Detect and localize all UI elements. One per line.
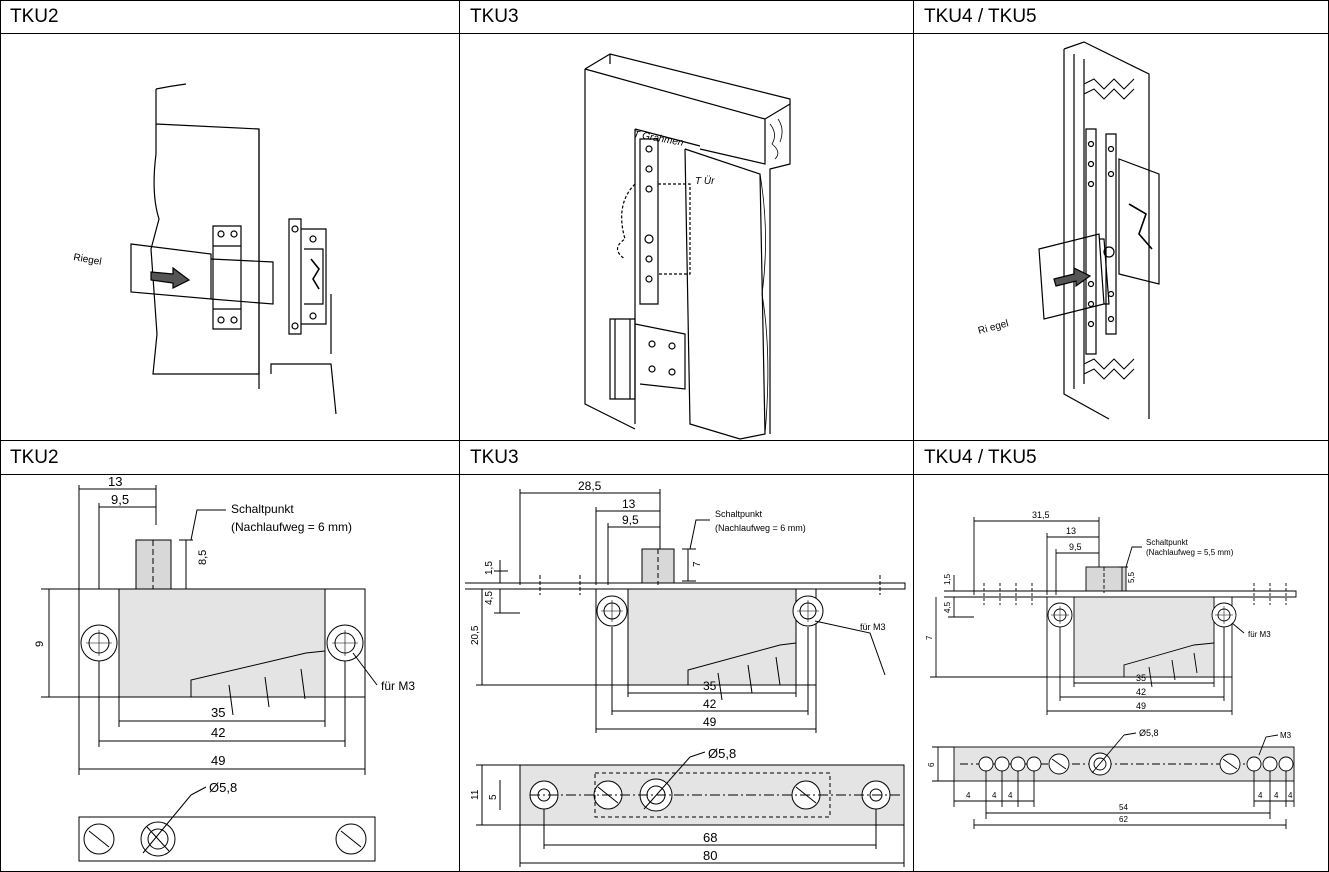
tku45-dim-13: 13	[1066, 526, 1076, 536]
tku3-dim-68: 68	[703, 830, 717, 845]
tku2-dim-42: 42	[211, 725, 225, 740]
tku45-riegel-label: Ri egel	[977, 318, 1010, 337]
grid-line	[0, 474, 1329, 475]
tku2-dim-9-5: 9,5	[111, 492, 129, 507]
tku45-dim-49: 49	[1136, 701, 1146, 711]
tku45-dim-9-5: 9,5	[1069, 542, 1082, 552]
tku3-dim-28-5: 28,5	[578, 479, 602, 493]
tku2-dimension-drawing: 13 9,5 8,5 Schaltpunkt (Nachlaufweg = 6 …	[1, 475, 459, 871]
tku45-dim-31-5: 31,5	[1032, 510, 1050, 520]
tku3-fuer-m3: für M3	[860, 622, 886, 632]
tku45-m3: M3	[1280, 731, 1292, 740]
tku2-riegel-label: Riegel	[72, 252, 102, 268]
grid-line	[0, 0, 1, 872]
header-tku2-top: TKU2	[0, 0, 459, 33]
grid-line	[0, 0, 1329, 1]
tku3-dim-5: 5	[488, 794, 499, 800]
tku45-dim-6: 6	[927, 762, 936, 767]
tku3-dim-42: 42	[703, 697, 717, 711]
tku3-dim-11: 11	[470, 789, 481, 800]
tku45-dim-4b: 4	[992, 791, 997, 800]
tku2-dim-8-5: 8,5	[197, 550, 209, 565]
tku2-dim-9: 9	[34, 641, 46, 647]
tku3-schaltpunkt: Schaltpunkt	[715, 509, 763, 519]
tku45-schaltpunkt: Schaltpunkt	[1146, 538, 1189, 547]
tku45-illustration: Ri egel	[914, 34, 1328, 440]
tku45-dim-4f: 4	[1288, 791, 1293, 800]
tku45-dim-4d: 4	[1258, 791, 1263, 800]
tku3-dim-80: 80	[703, 848, 717, 863]
tku45-dim-54: 54	[1119, 803, 1128, 812]
tku3-nachlauf: (Nachlaufweg = 6 mm)	[715, 523, 806, 533]
header-tku3-top: TKU3	[460, 0, 913, 33]
header-tku45-top: TKU4 / TKU5	[914, 0, 1329, 33]
tku3-tuer-label: T Ür	[695, 175, 715, 187]
tku45-dimension-drawing: 31,5 13 9,5 5,5 Schaltpunkt (Nachlaufweg…	[914, 475, 1328, 871]
tku3-dim-20-5: 20,5	[470, 625, 481, 645]
tku3-dim-7: 7	[692, 561, 703, 567]
tku3-dim-9-5: 9,5	[622, 513, 639, 527]
tku45-dim-5-8: Ø5,8	[1139, 728, 1159, 738]
tku45-dim-4e: 4	[1274, 791, 1279, 800]
tku2-fuer-m3: für M3	[381, 679, 415, 693]
tku2-dim-13: 13	[108, 475, 122, 489]
header-tku45-bottom: TKU4 / TKU5	[914, 441, 1329, 474]
tku45-nachlauf: (Nachlaufweg = 5,5 mm)	[1146, 548, 1234, 557]
tku45-dim-4c: 4	[1008, 791, 1013, 800]
tku45-dim-35: 35	[1136, 673, 1146, 683]
tku45-dim-7: 7	[925, 635, 934, 640]
tku45-dim-4-5: 4,5	[943, 601, 952, 613]
tku3-dimension-drawing: 28,5 13 9,5 7 Schaltpunkt (Nachlaufweg =…	[460, 475, 913, 871]
header-tku3-bottom: TKU3	[460, 441, 913, 474]
tku45-dim-5-5: 5,5	[1127, 571, 1136, 583]
tku2-dim-49: 49	[211, 753, 225, 768]
tku2-nachlauf: (Nachlaufweg = 6 mm)	[231, 520, 352, 534]
tku3-illustration: T Grahmen T Ür	[460, 34, 913, 440]
tku45-dim-62: 62	[1119, 815, 1128, 824]
tku3-dim-13: 13	[622, 497, 636, 511]
tku2-schaltpunkt: Schaltpunkt	[231, 502, 294, 516]
tku45-fuer-m3: für M3	[1248, 630, 1271, 639]
tku3-dim-35: 35	[703, 679, 717, 693]
tku2-dim-35: 35	[211, 705, 225, 720]
grid-line	[0, 33, 1329, 34]
tku45-dim-42: 42	[1136, 687, 1146, 697]
tku3-dim-5-8: Ø5,8	[708, 746, 736, 761]
grid-line	[0, 440, 1329, 441]
tku45-dim-1-5: 1,5	[943, 573, 952, 585]
tku2-illustration: Riegel	[1, 34, 459, 440]
tku3-dim-1-5: 1,5	[484, 561, 495, 575]
tku3-dim-4-5: 4,5	[484, 591, 495, 605]
tku3-dim-49: 49	[703, 715, 717, 729]
grid-line	[459, 0, 460, 872]
header-tku2-bottom: TKU2	[0, 441, 459, 474]
tku2-dim-5-8: Ø5,8	[209, 780, 237, 795]
grid-line	[913, 0, 914, 872]
tku45-dim-4a: 4	[966, 791, 971, 800]
